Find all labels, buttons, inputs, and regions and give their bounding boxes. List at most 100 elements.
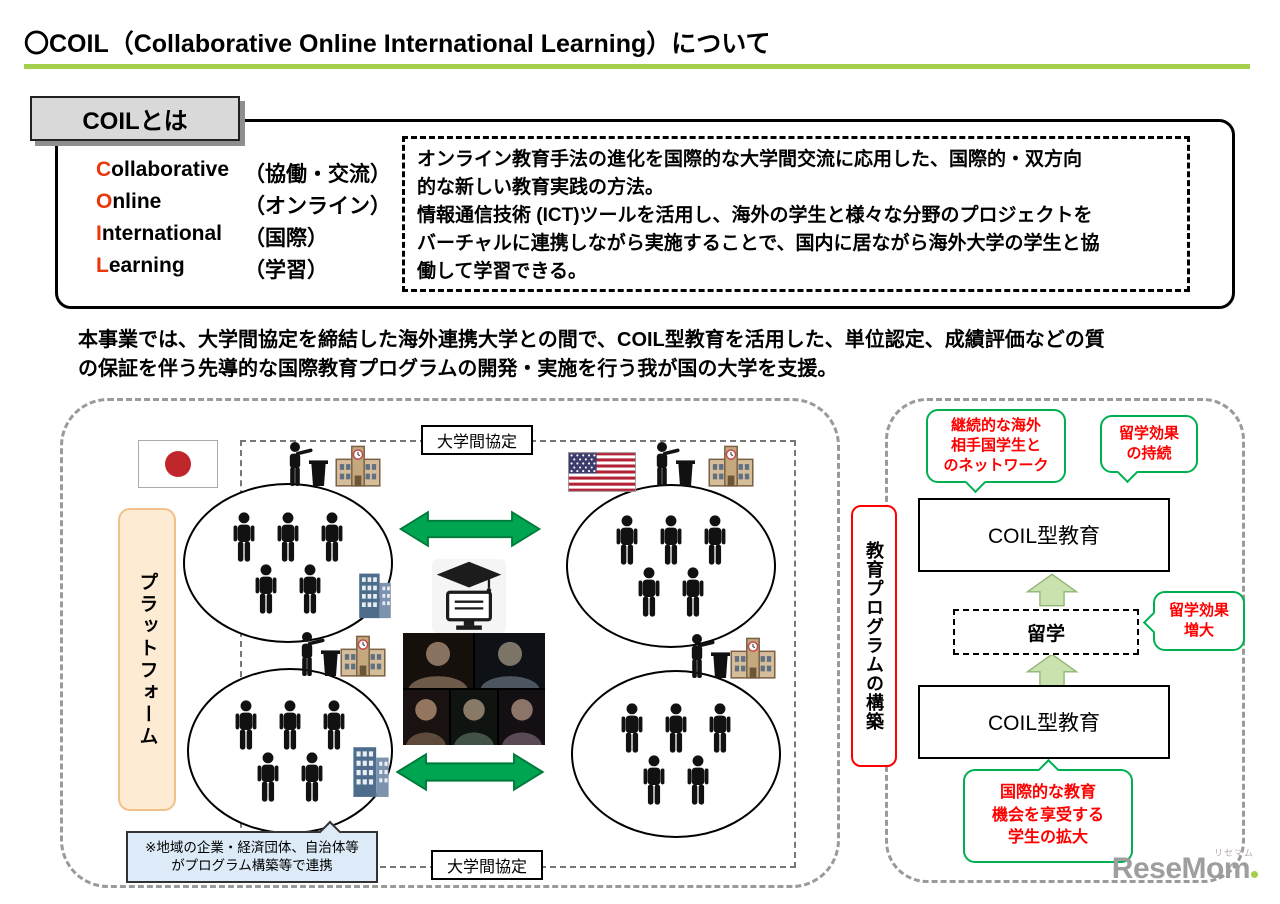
coil-description-box: オンライン教育手法の進化を国際的な大学間交流に応用した、国際的・双方向 的な新し… [402,136,1190,292]
person-icon [253,752,283,802]
student-row [251,564,325,614]
study-abroad-box: 留学 [953,609,1139,655]
acronym-meaning: （学習） [244,259,328,282]
acronym-initial: I [96,222,102,245]
platform-diagram-panel: 大学間協定 大学間協定 プラットフォーム [60,398,840,888]
resemom-logo-dot [1251,871,1258,878]
person-icon [229,512,259,562]
partner-note-callout: ※地域の企業・経済団体、自治体等 がプログラム構築等で連携 [126,831,378,883]
teacher-icon [281,441,331,487]
person-icon [678,567,708,617]
student-group-overseas-2 [571,670,781,838]
student-row [229,512,347,562]
person-icon [297,752,327,802]
bubble-study-effect-persist: 留学効果 の持続 [1100,415,1198,473]
person-icon [705,703,735,753]
acronym-meaning: （オンライン） [244,195,391,218]
person-icon [656,515,686,565]
person-icon [617,703,647,753]
student-row [634,567,708,617]
person-icon [273,512,303,562]
agreement-label-top: 大学間協定 [421,425,533,455]
coil-heading-label: COILとは [82,108,188,135]
acronym-meaning: （協働・交流） [244,163,391,186]
video-participant-tile [499,690,545,745]
bubble-opportunity-expand: 国際的な教育 機会を享受する 学生の拡大 [963,769,1133,863]
video-row [403,633,545,688]
school-building-icon [335,445,381,487]
exchange-arrow-icon [391,750,549,794]
agreement-label-bottom: 大学間協定 [431,850,543,880]
acronym-initial: C [96,158,112,181]
resemom-logo-text: ReseMom [1111,852,1251,885]
bubble-text: 継続的な海外 相手国学生と のネットワーク [943,416,1049,475]
person-icon [634,567,664,617]
acronym-rest: earning [108,254,185,277]
acronym-word: International [96,222,244,252]
coil-description: オンライン教育手法の進化を国際的な大学間交流に応用した、国際的・双方向 的な新し… [417,149,1100,283]
program-summary: 本事業では、大学間協定を締結した海外連携大学との間で、COIL型教育を活用した、… [78,329,1105,380]
video-participant-tile [403,633,473,688]
acronym-initial: O [96,190,113,213]
student-row [253,752,327,802]
coil-heading-box: COILとは [30,96,240,141]
video-conference-image [403,633,545,745]
bubble-network: 継続的な海外 相手国学生と のネットワーク [926,409,1066,483]
box-text: COIL型教育 [987,525,1100,548]
person-icon [700,515,730,565]
acronym-meaning: （国際） [244,227,328,250]
person-icon [275,700,305,750]
person-icon [661,703,691,753]
bubble-text: 国際的な教育 機会を享受する 学生の拡大 [991,784,1104,847]
person-icon [317,512,347,562]
coil-education-box-bottom: COIL型教育 [918,685,1170,759]
exchange-arrow-icon [391,508,549,550]
video-participant-tile [451,690,497,745]
student-row [617,703,735,753]
person-icon [231,700,261,750]
resemom-logo-ruby: リセマム [1213,848,1254,858]
video-row [403,690,545,745]
video-participant-tile [403,690,449,745]
online-learning-icon [431,558,507,634]
up-arrow-icon [1023,573,1081,607]
student-row [231,700,349,750]
acronym-word: Online [96,190,244,220]
person-icon [639,755,669,805]
student-row [612,515,730,565]
program-construction-label: 教育プログラムの構築 [864,541,884,731]
page-title: 〇COIL（Collaborative Online International… [24,30,771,58]
person-icon [295,564,325,614]
bubble-study-effect-increase: 留学効果 増大 [1153,591,1245,651]
school-building-icon [730,637,776,679]
bubble-text: 留学効果 増大 [1168,601,1229,639]
box-text: COIL型教育 [987,712,1100,735]
box-text: 留学 [1026,623,1065,645]
program-diagram-panel: 継続的な海外 相手国学生と のネットワーク 留学効果 の持続 COIL型教育 留… [885,398,1245,883]
student-group-japan-1 [183,483,393,643]
resemom-logo: リセマム ReseMom [1111,848,1258,886]
title-underline [24,64,1250,69]
platform-label: プラットフォーム [136,571,158,748]
video-participant-tile [475,633,545,688]
platform-box: プラットフォーム [118,508,176,811]
office-building-icon [355,568,395,620]
acronym-rest: nline [112,190,162,213]
bubble-text: 留学効果 の持続 [1118,424,1179,462]
coil-education-box-top: COIL型教育 [918,498,1170,572]
us-flag-icon [568,451,636,493]
japan-flag-sun [165,451,191,477]
acronym-word: Collaborative [96,158,244,188]
up-arrow-icon [1023,653,1081,687]
student-row [639,755,713,805]
japan-flag-icon [138,440,218,488]
acronym-rest: nternational [101,222,223,245]
coil-acronym: Collaborative （協働・交流） Online （オンライン） Int… [96,158,391,284]
person-icon [683,755,713,805]
person-icon [612,515,642,565]
acronym-word: Learning [96,254,244,284]
acronym-rest: ollaborative [111,158,230,181]
person-icon [251,564,281,614]
label-text: 大学間協定 [446,859,527,876]
